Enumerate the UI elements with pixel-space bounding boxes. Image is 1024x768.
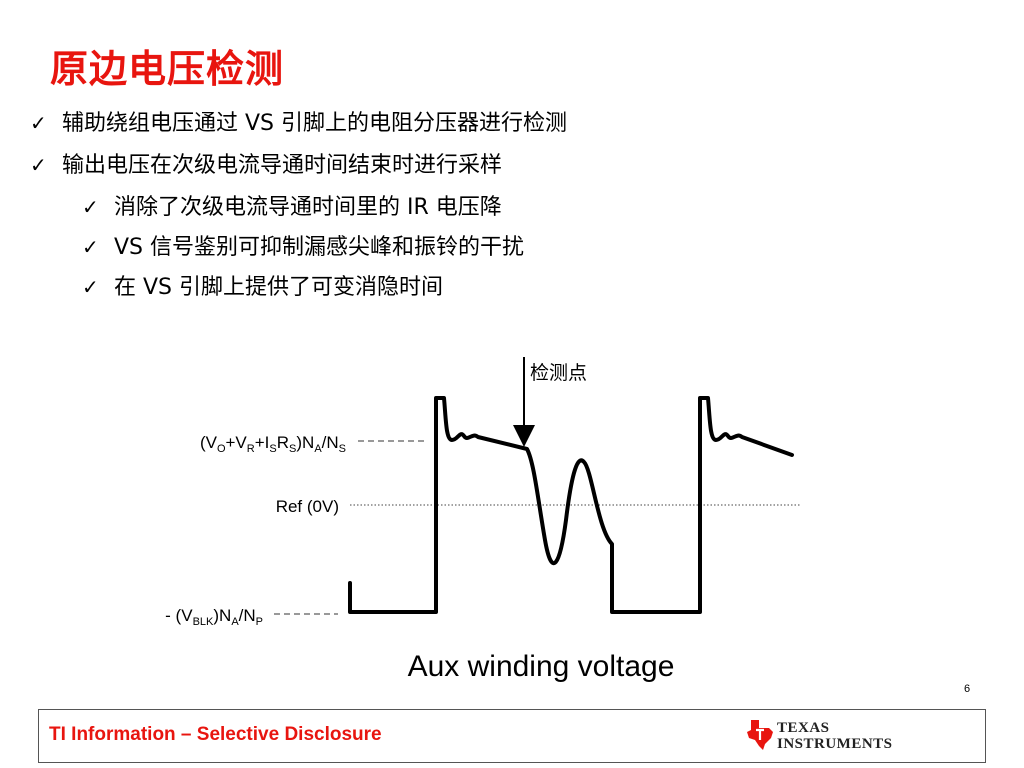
aux-waveform: [348, 396, 794, 614]
ti-logo: TEXAS INSTRUMENTS: [745, 718, 895, 754]
bullet-item: ✓ 输出电压在次级电流导通时间结束时进行采样: [30, 150, 502, 181]
sample-arrow-icon: [513, 425, 535, 447]
bullet-item: ✓ 消除了次级电流导通时间里的 IR 电压降: [82, 192, 502, 223]
bullet-text: 辅助绕组电压通过 VS 引脚上的电阻分压器进行检测: [62, 111, 568, 136]
check-icon: ✓: [82, 275, 99, 299]
texas-state-icon: [747, 720, 773, 750]
check-icon: ✓: [82, 195, 99, 219]
ref-level-label: Ref (0V): [276, 497, 339, 516]
check-icon: ✓: [30, 111, 47, 135]
bullet-text: 在 VS 引脚上提供了可变消隐时间: [114, 275, 444, 300]
high-level-label: (VO+VR+ISRS)NA/NS: [200, 433, 346, 455]
footer-text: TI Information – Selective Disclosure: [49, 724, 382, 745]
check-icon: ✓: [82, 235, 99, 259]
low-level-label: - (VBLK)NA/NP: [165, 606, 263, 628]
check-icon: ✓: [30, 153, 47, 177]
logo-line-1: TEXAS: [777, 720, 830, 736]
bullet-item: ✓ VS 信号鉴别可抑制漏感尖峰和振铃的干扰: [82, 232, 524, 263]
bullet-item: ✓ 辅助绕组电压通过 VS 引脚上的电阻分压器进行检测: [30, 108, 567, 139]
bullet-text: 消除了次级电流导通时间里的 IR 电压降: [114, 195, 502, 220]
footer-box: TI Information – Selective Disclosure TE…: [38, 709, 986, 763]
bullet-item: ✓ 在 VS 引脚上提供了可变消隐时间: [82, 272, 443, 303]
diagram-caption: Aux winding voltage: [408, 650, 675, 683]
bullet-text: VS 信号鉴别可抑制漏感尖峰和振铃的干扰: [114, 235, 525, 260]
sample-point-label: 检测点: [530, 362, 587, 384]
slide-title: 原边电压检测: [50, 47, 285, 91]
bullet-text: 输出电压在次级电流导通时间结束时进行采样: [62, 153, 503, 178]
page-number: 6: [964, 683, 971, 695]
logo-line-2: INSTRUMENTS: [777, 736, 893, 752]
